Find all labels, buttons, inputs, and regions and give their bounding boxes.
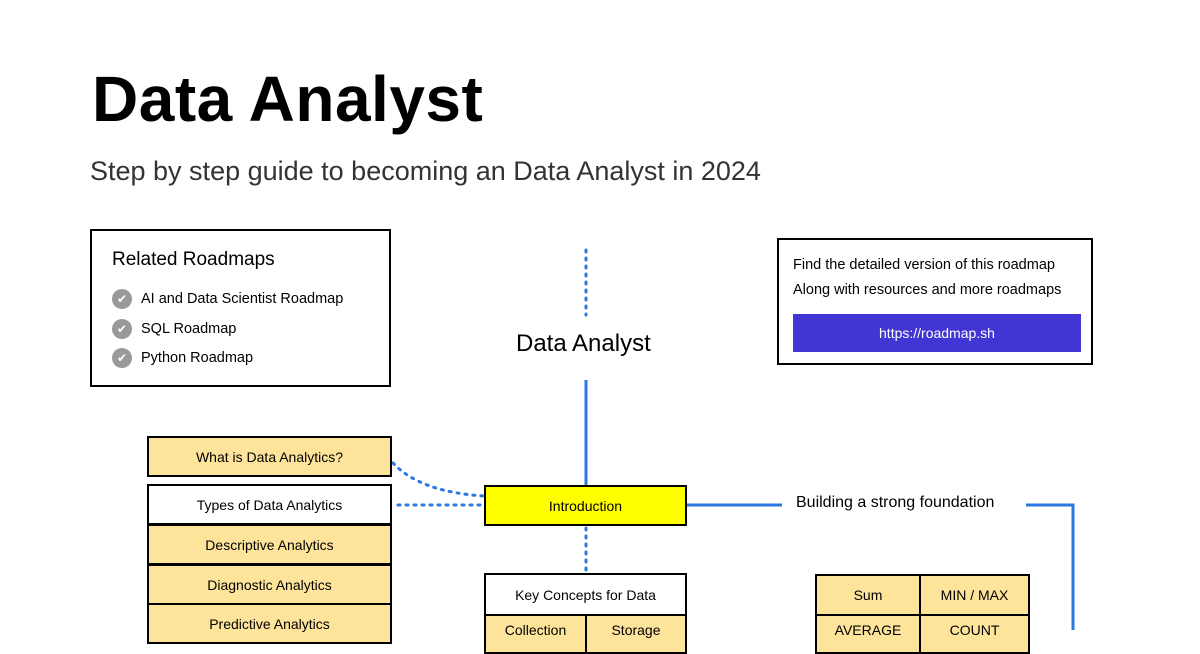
node-diagnostic-analytics[interactable]: Diagnostic Analytics bbox=[147, 564, 392, 605]
related-item-sql[interactable]: ✔ SQL Roadmap bbox=[112, 319, 236, 339]
node-count[interactable]: COUNT bbox=[919, 614, 1030, 654]
node-average[interactable]: AVERAGE bbox=[815, 614, 921, 654]
page-title: Data Analyst bbox=[92, 63, 484, 135]
node-collection[interactable]: Collection bbox=[484, 614, 587, 654]
node-descriptive-analytics[interactable]: Descriptive Analytics bbox=[147, 524, 392, 565]
node-storage[interactable]: Storage bbox=[585, 614, 687, 654]
page-subtitle: Step by step guide to becoming an Data A… bbox=[90, 156, 761, 186]
related-item-label: Python Roadmap bbox=[141, 350, 254, 366]
cta-line-2: Along with resources and more roadmaps bbox=[793, 282, 1062, 298]
node-introduction[interactable]: Introduction bbox=[484, 485, 687, 526]
related-item-python[interactable]: ✔ Python Roadmap bbox=[112, 348, 253, 368]
detailed-version-panel: Find the detailed version of this roadma… bbox=[777, 238, 1093, 365]
node-key-concepts-for-data[interactable]: Key Concepts for Data bbox=[484, 573, 687, 616]
check-circle-icon: ✔ bbox=[112, 319, 132, 339]
node-predictive-analytics[interactable]: Predictive Analytics bbox=[147, 603, 392, 644]
node-sum[interactable]: Sum bbox=[815, 574, 921, 616]
related-item-label: AI and Data Scientist Roadmap bbox=[141, 291, 344, 307]
cta-line-1: Find the detailed version of this roadma… bbox=[793, 257, 1055, 273]
related-roadmaps-heading: Related Roadmaps bbox=[112, 249, 275, 270]
label-building-foundation[interactable]: Building a strong foundation bbox=[796, 494, 995, 511]
connector-lines bbox=[391, 248, 1075, 630]
root-node-data-analyst[interactable]: Data Analyst bbox=[516, 330, 651, 357]
related-item-ai-data-scientist[interactable]: ✔ AI and Data Scientist Roadmap bbox=[112, 289, 343, 309]
check-circle-icon: ✔ bbox=[112, 289, 132, 309]
node-types-of-data-analytics[interactable]: Types of Data Analytics bbox=[147, 484, 392, 525]
related-item-label: SQL Roadmap bbox=[141, 321, 237, 337]
node-what-is-data-analytics[interactable]: What is Data Analytics? bbox=[147, 436, 392, 477]
check-circle-icon: ✔ bbox=[112, 348, 132, 368]
roadmap-link-button[interactable]: https://roadmap.sh bbox=[793, 314, 1081, 352]
node-min-max[interactable]: MIN / MAX bbox=[919, 574, 1030, 616]
related-roadmaps-panel: Related Roadmaps ✔ AI and Data Scientist… bbox=[90, 229, 391, 387]
